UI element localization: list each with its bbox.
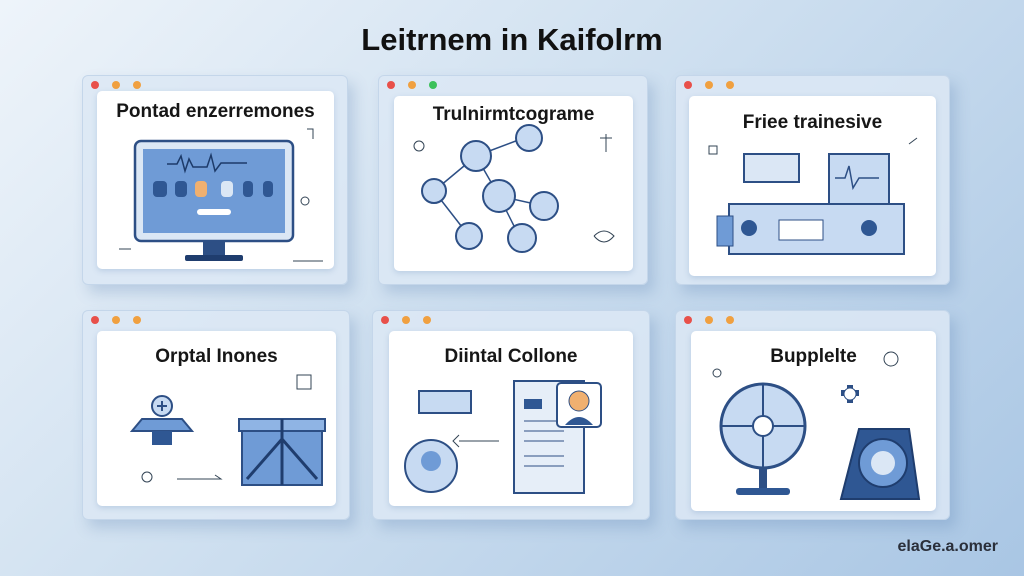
window-controls [381, 316, 431, 324]
card-title: Trulnirmtcograme [432, 104, 595, 125]
card-window-5[interactable]: Diintal Collone [372, 310, 650, 520]
card-panel: Bupplelte [691, 331, 936, 511]
window-controls [684, 81, 734, 89]
window-controls [91, 81, 141, 89]
card-title: Orptal Inones [155, 346, 278, 367]
gift-box-icon [129, 374, 326, 486]
profile-document-icon [404, 380, 602, 494]
watermark: elaGe.a.omer [897, 538, 999, 555]
window-controls [387, 81, 437, 89]
card-window-3[interactable]: Friee trainesive [675, 75, 950, 285]
card-title: Friee trainesive [742, 112, 883, 133]
card-window-4[interactable]: Orptal Inones [82, 310, 350, 520]
monitor-icon [119, 128, 323, 262]
window-controls [91, 316, 141, 324]
card-panel: Orptal Inones [97, 331, 336, 506]
card-title: Diintal Collone [444, 346, 578, 367]
card-panel: Friee trainesive [689, 96, 936, 276]
machine-icon [708, 137, 918, 255]
card-window-1[interactable]: Pontad enzerremones [82, 75, 348, 285]
card-title: Pontad enzerremones [116, 101, 315, 122]
fan-icon [712, 351, 921, 500]
card-panel: Trulnirmtcograme [394, 96, 633, 271]
network-icon [413, 124, 615, 253]
card-window-6[interactable]: Bupplelte [675, 310, 950, 520]
card-window-2[interactable]: Trulnirmtcograme [378, 75, 648, 285]
card-panel: Diintal Collone [389, 331, 633, 506]
card-panel: Pontad enzerremones [97, 91, 334, 269]
window-controls [684, 316, 734, 324]
page-title: Leitrnem in Kaifolrm [361, 22, 663, 57]
card-title: Bupplelte [770, 346, 857, 367]
